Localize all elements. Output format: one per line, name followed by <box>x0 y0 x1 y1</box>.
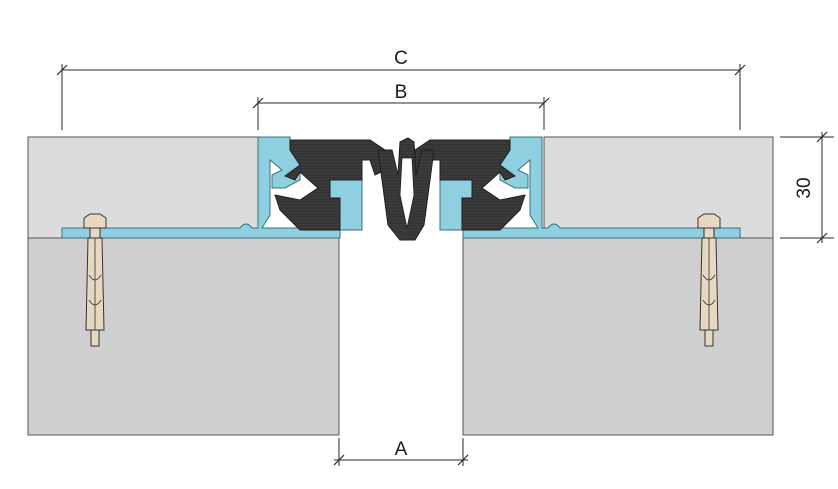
rubber-insert-left <box>274 139 386 231</box>
dimension-height: 30 <box>780 131 834 244</box>
seal-center-core <box>399 157 415 229</box>
dimension-b-label: B <box>395 82 408 103</box>
dimension-a: A <box>333 438 469 466</box>
dimension-b: B <box>252 82 550 130</box>
floor-layer-right <box>543 136 774 239</box>
dimension-c-label: C <box>394 48 408 69</box>
dimension-a-label: A <box>395 439 408 460</box>
concrete-slab-left <box>27 237 340 436</box>
anchor-bolt-right <box>697 213 721 347</box>
dimension-height-label: 30 <box>794 177 815 198</box>
dimension-c: C <box>56 48 746 130</box>
floor-layer-left <box>27 136 261 239</box>
concrete-slab-right <box>462 237 774 436</box>
anchor-bolt-left <box>83 213 107 347</box>
aluminium-profile-left <box>61 136 341 239</box>
aluminium-profile-right <box>462 136 741 239</box>
